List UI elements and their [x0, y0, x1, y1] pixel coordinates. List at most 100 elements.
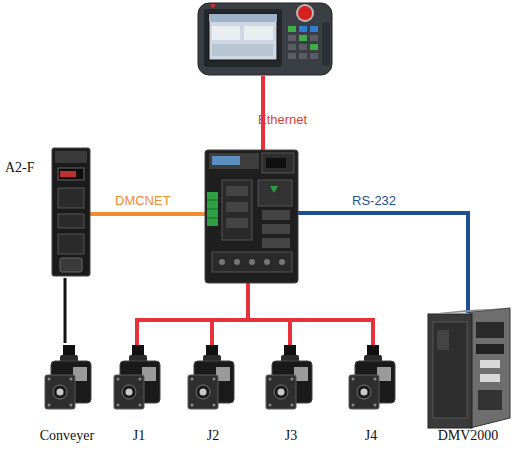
rs232-wire	[297, 213, 468, 313]
motion-controller	[262, 153, 294, 173]
vision-system	[428, 314, 472, 428]
servo-drive	[52, 148, 90, 276]
vision-system	[480, 360, 500, 368]
device-label: J1	[110, 428, 168, 444]
motor-node: Conveyer	[30, 343, 104, 447]
keypad	[288, 53, 296, 59]
keypad	[310, 53, 318, 59]
vision-system	[437, 330, 449, 350]
servo-drive	[58, 188, 84, 208]
motor-cable	[64, 278, 67, 343]
network-label: RS-232	[352, 193, 396, 208]
device-label: A2-F	[5, 160, 35, 176]
teach-pendant	[198, 3, 332, 75]
motor-node: J4	[342, 343, 400, 447]
motion-controller	[222, 180, 252, 240]
servo-drive	[52, 148, 90, 276]
teach-pendant	[204, 9, 282, 67]
network-label: DMCNET	[115, 193, 171, 208]
motion-controller	[226, 218, 248, 228]
servo-drive	[55, 151, 87, 163]
teach-pendant	[212, 44, 273, 56]
motion-controller	[207, 209, 218, 210]
motion-controller	[205, 150, 298, 283]
teach-pendant	[296, 4, 314, 22]
motion-controller	[209, 153, 259, 169]
teach-pendant	[244, 26, 273, 40]
motion-controller	[270, 186, 278, 193]
vision-system	[428, 308, 510, 314]
servo-drive	[58, 168, 84, 180]
vision-system	[476, 344, 504, 354]
keypad	[299, 44, 307, 50]
vision-system-node: DMV2000	[420, 305, 516, 447]
joint-motor	[266, 345, 312, 409]
keypad	[310, 44, 318, 50]
joint-motor	[349, 345, 395, 409]
motion-controller	[249, 259, 255, 265]
motor-bus-wire	[137, 282, 373, 352]
motion-controller	[212, 252, 292, 272]
teach-pendant	[212, 26, 240, 40]
keypad	[299, 53, 307, 59]
motion-controller	[279, 259, 285, 265]
vision-system	[480, 374, 500, 382]
teach-pendant	[209, 14, 277, 60]
servo-drive	[58, 214, 84, 228]
teach-pendant	[322, 22, 330, 66]
motion-controller	[226, 186, 248, 196]
motion-controller	[262, 238, 290, 248]
dmcnet-wire	[89, 212, 206, 216]
motion-controller	[234, 259, 240, 265]
servo-drive	[58, 234, 84, 254]
keypad	[288, 44, 296, 50]
vision-system	[433, 322, 467, 418]
motion-controller	[207, 200, 218, 201]
device-label: J3	[262, 428, 320, 444]
teach-pendant	[198, 3, 332, 75]
keypad	[288, 26, 318, 59]
vision-system	[470, 308, 510, 428]
servo-drive	[60, 171, 76, 177]
motor-node: J2	[184, 343, 242, 447]
vision-system	[478, 390, 502, 410]
motion-controller	[205, 150, 298, 283]
device-label: J2	[184, 428, 242, 444]
dmcnet-wire	[89, 214, 206, 215]
teach-pendant	[210, 4, 216, 9]
motion-controller	[207, 192, 218, 226]
conveyer-motor	[45, 345, 91, 409]
teach-pendant	[298, 6, 312, 20]
keypad	[288, 35, 296, 41]
motion-controller	[262, 210, 290, 220]
keypad	[299, 26, 307, 32]
device-label: DMV2000	[420, 428, 516, 444]
keypad	[310, 26, 318, 32]
motor-node: J3	[262, 343, 320, 447]
motion-controller	[262, 224, 290, 234]
motor-bus-wire	[137, 282, 373, 352]
motion-controller	[212, 156, 240, 165]
motion-controller	[264, 259, 270, 265]
motion-controller	[258, 180, 292, 206]
vision-system	[476, 322, 504, 338]
teach-pendant	[209, 14, 277, 22]
joint-motor	[114, 345, 160, 409]
device-label: J4	[342, 428, 400, 444]
joint-motor	[188, 345, 234, 409]
motion-controller	[226, 202, 248, 212]
servo-drive	[60, 258, 82, 272]
vision-system	[428, 308, 510, 428]
keypad	[310, 35, 318, 41]
servo-drive-node: A2-F	[2, 148, 94, 278]
network-label: Ethernet	[258, 112, 307, 127]
device-label: Conveyer	[30, 428, 104, 444]
rs232-wire	[297, 213, 468, 313]
keypad	[288, 26, 296, 32]
motion-controller	[266, 158, 286, 168]
motor-node: J1	[110, 343, 168, 447]
motion-controller	[207, 218, 218, 219]
